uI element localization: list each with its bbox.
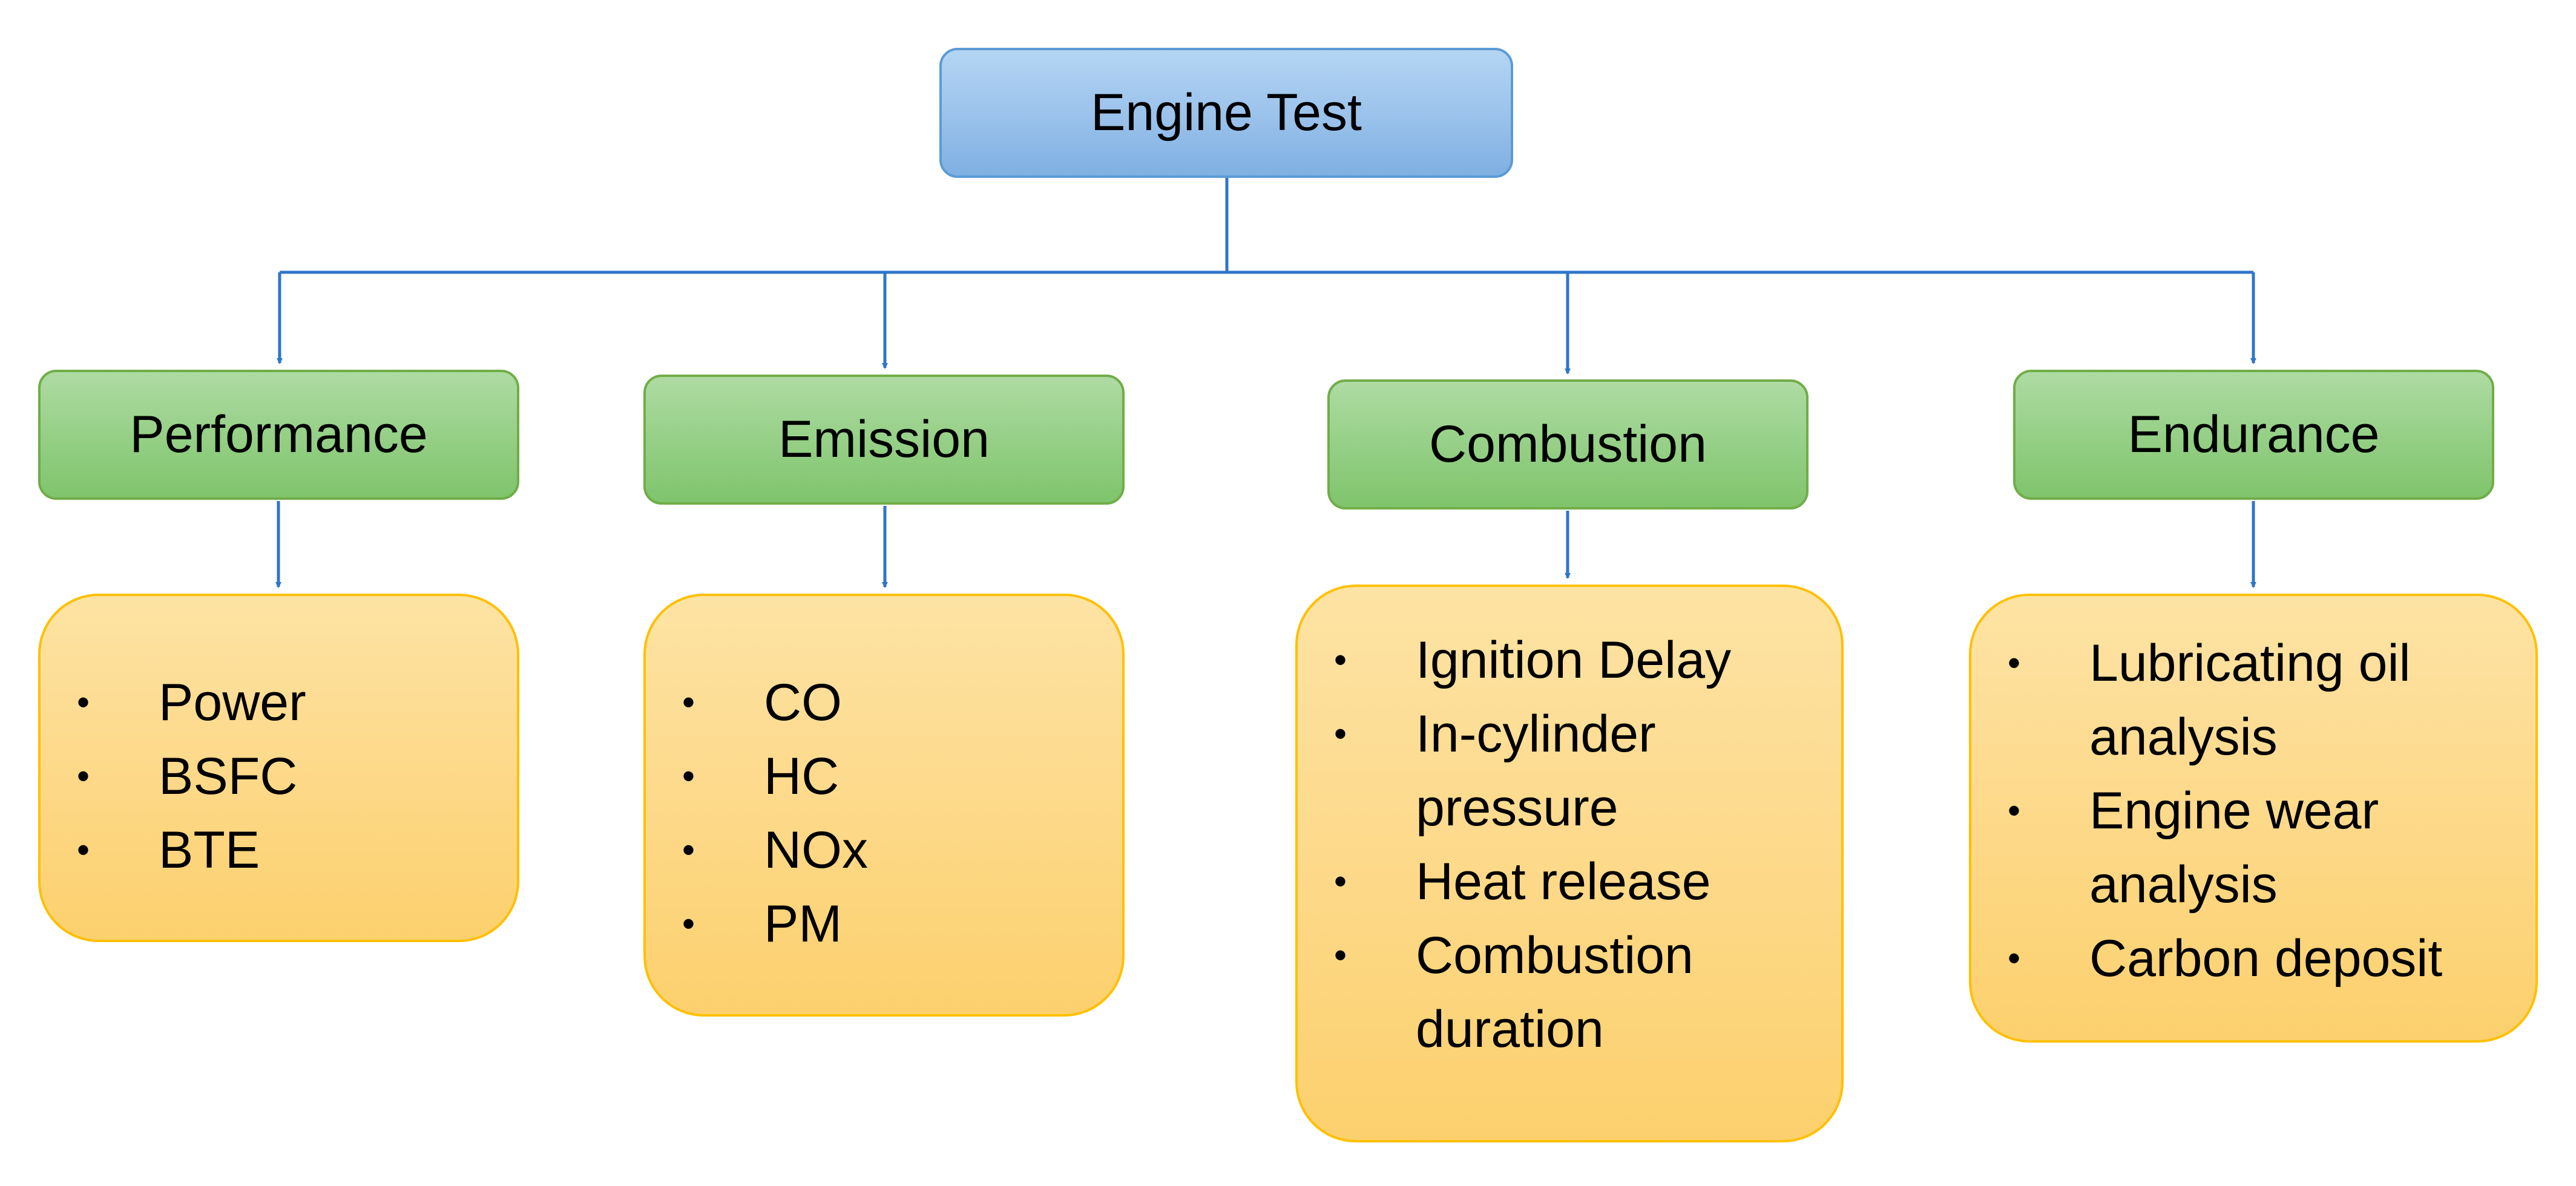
item-text: BSFC <box>159 747 298 805</box>
item-text: Heat release <box>1416 853 1711 911</box>
item-text: HC <box>764 747 840 805</box>
bullet-icon: • <box>77 830 90 870</box>
items-list-emission: • CO • HC • NOx • PM <box>646 596 1122 961</box>
bullet-icon: • <box>682 682 695 722</box>
bullet-icon: • <box>1334 640 1347 680</box>
item-text: PM <box>764 895 842 953</box>
category-endurance: Endurance <box>2013 370 2494 500</box>
list-item: • Power <box>41 666 517 739</box>
item-text: In-cylinder pressure <box>1416 705 1656 837</box>
bullet-icon: • <box>1334 713 1347 754</box>
item-text: Ignition Delay <box>1416 631 1732 689</box>
category-emission: Emission <box>643 375 1125 505</box>
list-item: • Engine wear analysis <box>1971 774 2535 922</box>
category-performance: Performance <box>38 370 519 500</box>
item-text: Carbon deposit <box>2089 929 2443 988</box>
item-text: CO <box>764 673 842 732</box>
bullet-icon: • <box>682 903 695 944</box>
bullet-icon: • <box>2008 938 2021 978</box>
category-performance-label: Performance <box>130 405 428 464</box>
item-text: BTE <box>159 821 260 879</box>
root-node-label: Engine Test <box>1091 84 1362 142</box>
bullet-icon: • <box>1334 935 1347 975</box>
bullet-icon: • <box>682 830 695 870</box>
bullet-icon: • <box>2008 643 2021 683</box>
list-item: • CO <box>646 666 1122 739</box>
items-box-endurance: • Lubricating oil analysis • Engine wear… <box>1969 594 2538 1043</box>
category-endurance-label: Endurance <box>2128 405 2380 464</box>
list-item: • Combustion duration <box>1298 919 1841 1066</box>
category-combustion: Combustion <box>1327 379 1809 509</box>
bullet-icon: • <box>2008 790 2021 831</box>
list-item: • NOx <box>646 813 1122 887</box>
list-item: • Carbon deposit <box>1971 922 2535 995</box>
list-item: • In-cylinder pressure <box>1298 697 1841 845</box>
item-text: Power <box>159 673 306 732</box>
item-text: Lubricating oil analysis <box>2089 634 2411 766</box>
list-item: • BTE <box>41 813 517 887</box>
root-node-engine-test: Engine Test <box>939 48 1513 178</box>
bullet-icon: • <box>77 756 90 796</box>
item-text: Engine wear analysis <box>2089 782 2379 914</box>
bullet-icon: • <box>77 682 90 722</box>
items-box-performance: • Power • BSFC • BTE <box>38 594 519 942</box>
bullet-icon: • <box>1334 861 1347 902</box>
item-text: Combustion duration <box>1416 926 1694 1058</box>
list-item: • Ignition Delay <box>1298 623 1841 697</box>
items-list-performance: • Power • BSFC • BTE <box>41 596 517 887</box>
list-item: • PM <box>646 887 1122 961</box>
list-item: • HC <box>646 739 1122 813</box>
list-item: • Heat release <box>1298 845 1841 919</box>
items-list-combustion: • Ignition Delay • In-cylinder pressure … <box>1298 587 1841 1066</box>
category-emission-label: Emission <box>778 410 990 468</box>
items-box-combustion: • Ignition Delay • In-cylinder pressure … <box>1295 585 1844 1142</box>
bullet-icon: • <box>682 756 695 796</box>
list-item: • Lubricating oil analysis <box>1971 626 2535 774</box>
category-combustion-label: Combustion <box>1429 415 1707 473</box>
items-box-emission: • CO • HC • NOx • PM <box>643 594 1125 1017</box>
list-item: • BSFC <box>41 739 517 813</box>
items-list-endurance: • Lubricating oil analysis • Engine wear… <box>1971 596 2535 995</box>
item-text: NOx <box>764 821 868 879</box>
